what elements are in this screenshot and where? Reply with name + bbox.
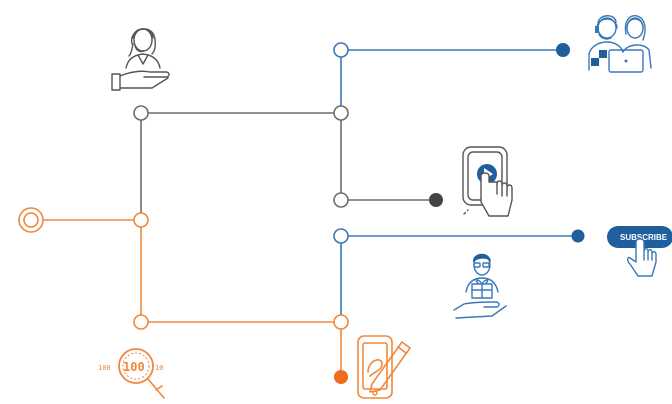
gray-node-top-left xyxy=(134,106,148,120)
gray-connectors xyxy=(141,113,432,222)
orange-endpoint xyxy=(334,370,348,384)
mobile-edit-icon xyxy=(358,336,410,398)
target-start-icon xyxy=(19,208,43,232)
blue-connectors xyxy=(341,50,578,322)
blue-path-middle xyxy=(341,236,578,322)
orange-node-junction xyxy=(134,213,148,227)
touch-video-tablet-icon xyxy=(463,147,512,216)
magnifier-binary-icon: 100 100 10 xyxy=(98,349,164,398)
binary-left: 100 xyxy=(98,364,111,372)
customer-service-hand-icon xyxy=(112,29,169,90)
blue-node-middle xyxy=(334,229,348,243)
orange-node-bottom-right xyxy=(334,315,348,329)
orange-path xyxy=(38,220,341,377)
binary-center: 100 xyxy=(123,360,145,374)
orange-connectors xyxy=(38,220,341,377)
binary-right: 10 xyxy=(155,364,163,372)
gray-node-bottom xyxy=(334,193,348,207)
blue-node-top xyxy=(334,43,348,57)
gray-endpoint xyxy=(429,193,443,207)
gift-person-hand-icon xyxy=(454,254,506,318)
gray-path xyxy=(141,113,432,222)
blue-endpoint-top xyxy=(556,43,570,57)
blue-path-top xyxy=(341,50,563,113)
orange-node-bottom-left xyxy=(134,315,148,329)
gray-node-top-right xyxy=(334,106,348,120)
blue-endpoint-middle xyxy=(572,230,585,243)
support-team-icon xyxy=(589,16,651,72)
